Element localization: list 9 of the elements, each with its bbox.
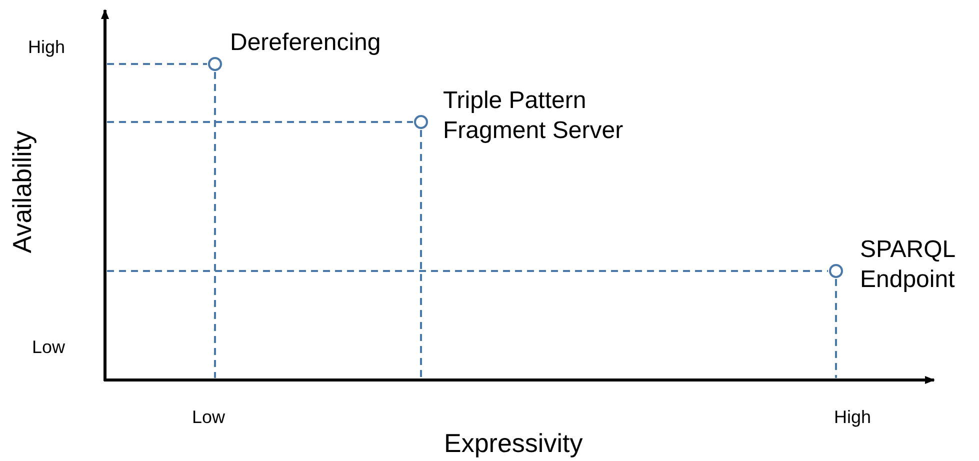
tick-label: High: [834, 406, 872, 428]
axis-title: Availability: [7, 130, 38, 254]
point-label: Triple Pattern Fragment Server: [443, 86, 624, 146]
point-label: SPARQL Endpoint: [860, 235, 956, 295]
point-label: Dereferencing: [230, 28, 382, 58]
tick-label: Low: [32, 336, 66, 358]
tick-label: Low: [192, 406, 226, 428]
axis-title: Expressivity: [444, 428, 583, 458]
tick-label: High: [28, 36, 66, 58]
